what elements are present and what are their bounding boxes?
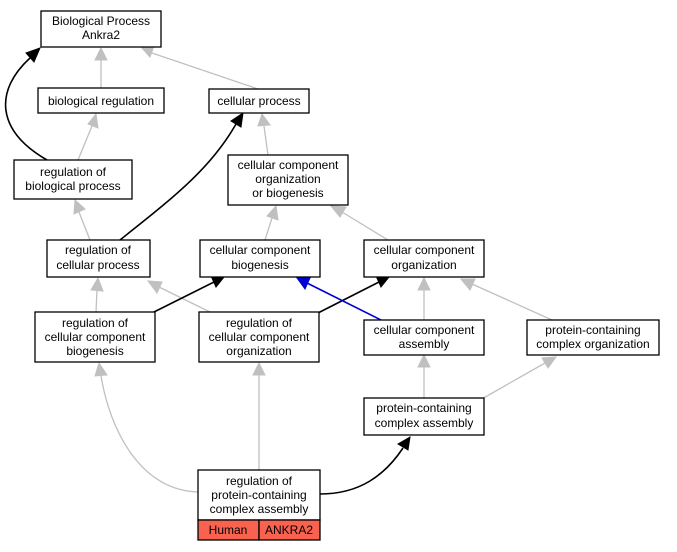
node-label-line: Biological Process <box>52 14 150 28</box>
arrowhead-icon <box>329 205 347 218</box>
edge-pc_assembly-to-pc_org <box>479 362 546 401</box>
node-label-line: regulation of <box>226 474 293 488</box>
node-regulation-of-biological-process[interactable]: regulation of biological process <box>13 159 133 200</box>
node-label-line: biogenesis <box>231 258 288 272</box>
node-label-line: cellular component <box>45 330 146 344</box>
edge-reg_cell_proc-regulates-cell_proc <box>119 123 237 241</box>
node-label-line: regulation of <box>65 243 132 257</box>
node-label-line: complex organization <box>536 337 649 351</box>
edge-pc_org-to-cc_org <box>471 283 553 321</box>
gene-label: ANKRA2 <box>265 523 313 537</box>
node-cellular-component-organization-or-biogenesis[interactable]: cellular component organization or bioge… <box>227 154 349 206</box>
node-label-line: biogenesis <box>66 344 123 358</box>
edge-reg_pc_assembly-to-reg_cc_bio <box>100 375 199 493</box>
arrowhead-icon <box>417 276 431 291</box>
node-cellular-component-biogenesis[interactable]: cellular component biogenesis <box>199 239 321 278</box>
edge-reg_cell_proc-to-reg_bio_proc <box>78 211 91 241</box>
node-label-line: cellular component <box>209 330 310 344</box>
arrowhead-icon <box>266 204 279 221</box>
edge-ccob-to-cell_proc <box>263 125 269 156</box>
node-label-line: cellular component <box>238 158 339 172</box>
arrowhead-icon <box>252 361 266 376</box>
node-label-line: regulation of <box>226 316 293 330</box>
edge-cc_org-to-ccob <box>341 211 389 241</box>
node-label-line: biological process <box>25 179 120 193</box>
node-regulation-of-cellular-process[interactable]: regulation of cellular process <box>46 239 151 278</box>
edge-reg_cc_org-to-reg_cell_proc <box>158 286 211 313</box>
node-label-line: biological regulation <box>48 94 154 108</box>
node-label-line: organization <box>255 172 320 186</box>
node-label-line: cellular component <box>210 243 311 257</box>
node-label-line: cellular component <box>374 323 475 337</box>
node-label-line: cellular process <box>56 258 139 272</box>
arrowhead-icon <box>230 111 244 128</box>
edge-reg_pc_assembly-regulates-pc_assembly <box>319 447 404 495</box>
edge-cc_assembly-part_of-cc_bio <box>306 282 386 323</box>
node-protein-containing-complex-organization[interactable]: protein-containing complex organization <box>526 319 660 356</box>
node-label-line: protein-containing <box>211 488 306 502</box>
node-label-line: cellular process <box>217 94 300 108</box>
arrowhead-icon <box>257 112 271 127</box>
node-label-line: or biogenesis <box>252 186 323 200</box>
arrowhead-icon <box>541 356 558 369</box>
edge-cc_bio-to-ccob <box>264 217 273 241</box>
node-label-line: cellular component <box>374 243 475 257</box>
arrowhead-icon <box>94 361 108 377</box>
edges-blue <box>296 277 386 323</box>
node-label-line: protein-containing <box>545 323 640 337</box>
node-regulation-of-cellular-component-biogenesis[interactable]: regulation of cellular component biogene… <box>34 311 156 363</box>
node-biological-regulation[interactable]: biological regulation <box>37 87 165 114</box>
node-label-line: Ankra2 <box>82 28 120 42</box>
node-cellular-component-assembly[interactable]: cellular component assembly <box>363 319 485 356</box>
species-label: Human <box>209 523 248 537</box>
gene-cell[interactable] <box>258 519 321 541</box>
node-protein-containing-complex-assembly[interactable]: protein-containing complex assembly <box>363 397 485 436</box>
arrowhead-icon <box>139 45 155 58</box>
node-label-line: complex assembly <box>375 416 474 430</box>
arrowhead-icon <box>90 276 104 292</box>
arrowhead-icon <box>94 46 108 61</box>
arrowhead-icon <box>397 436 411 451</box>
node-label-line: regulation of <box>62 316 129 330</box>
arrowhead-icon <box>25 47 41 63</box>
node-cellular-component-organization[interactable]: cellular component organization <box>363 239 485 278</box>
node-label-line: organization <box>226 344 291 358</box>
arrowhead-icon <box>417 353 431 368</box>
arrowhead-icon <box>73 198 86 215</box>
arrowhead-icon <box>146 280 163 294</box>
node-label-line: assembly <box>399 337 450 351</box>
annotation-row: Human ANKRA2 <box>197 519 321 541</box>
node-biological-process-root[interactable]: Biological Process Ankra2 <box>40 10 162 48</box>
edges-gray <box>73 45 558 493</box>
node-regulation-of-protein-containing-complex-assembly[interactable]: regulation of protein-containing complex… <box>197 469 321 521</box>
arrowhead-icon <box>459 278 476 291</box>
arrowhead-icon <box>87 112 99 129</box>
node-label-line: complex assembly <box>210 502 309 516</box>
node-label-line: regulation of <box>40 165 107 179</box>
node-label-line: protein-containing <box>376 401 471 415</box>
edge-reg_bio_proc-to-bio_reg <box>77 125 93 161</box>
edges-black <box>4 47 411 495</box>
edge-reg_cc_org-regulates-cc_org <box>315 281 380 315</box>
node-regulation-of-cellular-component-organization[interactable]: regulation of cellular component organiz… <box>198 311 320 363</box>
node-label-line: organization <box>391 258 456 272</box>
edge-reg_cc_bio-to-reg_cell_proc <box>95 289 98 313</box>
arrowhead-icon <box>296 277 311 290</box>
node-cellular-process[interactable]: cellular process <box>208 88 310 114</box>
edge-reg_bio_proc-regulates-root <box>4 57 48 161</box>
edge-cell_proc-to-root <box>151 52 259 90</box>
edge-reg_cc_bio-regulates-cc_bio <box>149 281 215 315</box>
